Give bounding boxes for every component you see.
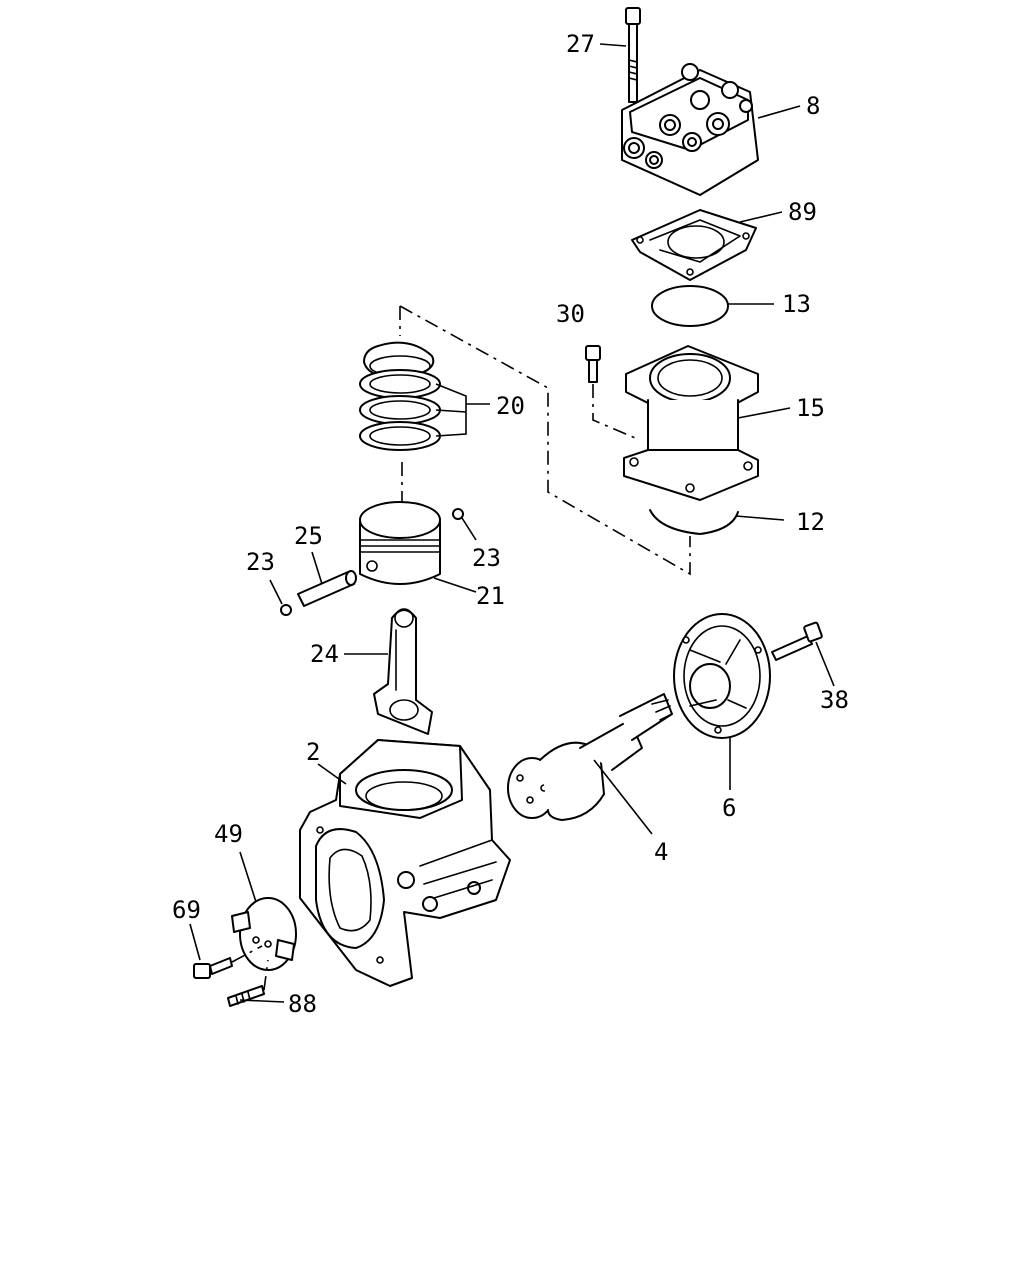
label-13: 13: [782, 290, 811, 318]
leader-88: [239, 999, 285, 1003]
connecting-rod-24: [373, 608, 433, 735]
leader-89: [739, 211, 783, 223]
leader-21: [433, 577, 477, 593]
piston-pin-25: [297, 570, 357, 607]
label-8: 8: [806, 92, 820, 120]
leader-27: [599, 43, 627, 47]
leader-23-left: [269, 579, 283, 605]
gasket-ring-12: [649, 509, 739, 535]
label-69: 69: [172, 896, 201, 924]
bolt-30: [585, 345, 601, 383]
leader-25: [311, 551, 323, 585]
piston-rings-20: [359, 341, 441, 451]
leader-2: [317, 763, 347, 785]
leader-38: [815, 641, 835, 687]
bolt-69: [193, 957, 233, 979]
bolt-38: [771, 621, 823, 661]
cylinder-head-8: [621, 63, 759, 196]
cover-49: [231, 897, 297, 971]
leader-15: [737, 407, 791, 419]
leader-8: [757, 105, 801, 119]
centerline-69: [231, 945, 263, 963]
crankshaft-4: [507, 693, 673, 821]
leader-23-right: [461, 517, 477, 541]
gasket-89: [631, 209, 757, 281]
label-27: 27: [566, 30, 595, 58]
label-49: 49: [214, 820, 243, 848]
bearing-cover-6: [673, 613, 771, 739]
leader-20: [435, 383, 490, 437]
cylinder-15: [623, 345, 759, 501]
label-38: 38: [820, 686, 849, 714]
piston-21: [359, 501, 441, 585]
label-15: 15: [796, 394, 825, 422]
crankcase-2: [299, 739, 511, 987]
label-23-right: 23: [472, 544, 501, 572]
o-ring-13: [651, 285, 729, 327]
stud-88: [227, 985, 265, 1007]
leader-69: [189, 923, 201, 961]
label-21: 21: [476, 582, 505, 610]
leader-49: [239, 851, 257, 903]
leader-12: [735, 515, 785, 521]
label-30: 30: [556, 300, 585, 328]
clip-23-right: [452, 508, 464, 520]
label-4: 4: [654, 838, 668, 866]
centerline-30: [592, 384, 641, 441]
label-2: 2: [306, 738, 320, 766]
assembly-line: [399, 305, 691, 576]
label-20: 20: [496, 392, 525, 420]
clip-23-left: [280, 604, 292, 616]
label-25: 25: [294, 522, 323, 550]
label-12: 12: [796, 508, 825, 536]
bolt-27: [625, 7, 641, 103]
centerline-88: [263, 959, 269, 991]
leader-4: [593, 759, 653, 835]
label-89: 89: [788, 198, 817, 226]
label-88: 88: [288, 990, 317, 1018]
label-24: 24: [310, 640, 339, 668]
label-23-left: 23: [246, 548, 275, 576]
label-6: 6: [722, 794, 736, 822]
